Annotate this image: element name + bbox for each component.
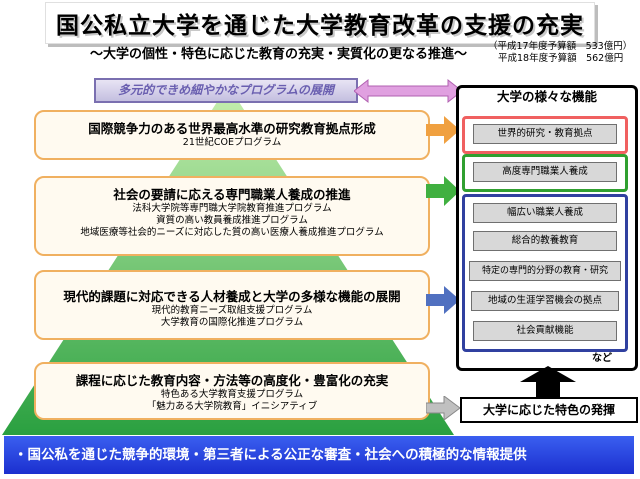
- budget-line-2: 平成18年度予算額 562億円: [498, 53, 624, 64]
- program-box-3: 現代的課題に対応できる人材養成と大学の多様な機能の展開 現代的教育ニーズ取組支援…: [34, 270, 430, 340]
- function-group-2: 高度専門職業人養成: [462, 154, 628, 192]
- function-item-lifelong-learning: 地域の生涯学習機会の拠点: [471, 291, 619, 311]
- pyramid-triangle: [2, 85, 454, 435]
- program-4-item-2: 「魅力ある大学院教育」イニシアティブ: [146, 401, 318, 412]
- feature-label: 大学に応じた特色の発揮: [460, 397, 638, 423]
- program-2-heading: 社会の要請に応える専門職業人養成の推進: [113, 187, 351, 202]
- function-item-specialized-field: 特定の専門的分野の教育・研究: [469, 261, 621, 281]
- etc-label: など: [592, 353, 612, 364]
- program-1-heading: 国際競争力のある世界最高水準の研究教育拠点形成: [88, 121, 376, 136]
- program-2-item-3: 地域医療等社会的ニーズに対応した質の高い医療人養成推進プログラム: [80, 227, 384, 238]
- function-item-professional-training: 高度専門職業人養成: [473, 162, 617, 182]
- program-box-4: 課程に応じた教育内容・方法等の高度化・豊富化の充実 特色ある大学教育支援プログラ…: [34, 362, 430, 420]
- functions-panel-title: 大学の様々な機能: [496, 89, 597, 104]
- budget-line-1: （平成17年度予算額 533億円）: [488, 41, 633, 52]
- programs-banner: 多元的できめ細やかなプログラムの展開: [94, 78, 358, 103]
- arrow-right-icon-3: [426, 286, 460, 314]
- function-item-world-research: 世界的研究・教育拠点: [473, 124, 617, 144]
- title-wrap: 国公私立大学を通じた大学教育改革の支援の充実: [0, 2, 640, 44]
- program-2-item-1: 法科大学院等専門職大学院教育推進プログラム: [132, 203, 332, 214]
- function-item-broad-vocational: 幅広い職業人養成: [473, 203, 617, 223]
- arrow-up-icon: [520, 366, 576, 398]
- arrow-right-icon-1: [426, 116, 460, 144]
- program-3-item-1: 現代的教育ニーズ取組支援プログラム: [151, 305, 313, 316]
- program-box-1: 国際競争力のある世界最高水準の研究教育拠点形成 21世紀COEプログラム: [34, 110, 430, 160]
- program-3-item-2: 大学教育の国際化推進プログラム: [160, 317, 304, 328]
- pyramid-graphic: [2, 85, 454, 435]
- arrow-right-icon-4: [426, 396, 460, 420]
- program-box-2: 社会の要請に応える専門職業人養成の推進 法科大学院等専門職大学院教育推進プログラ…: [34, 176, 430, 256]
- function-group-3: 幅広い職業人養成 総合的教養教育 特定の専門的分野の教育・研究 地域の生涯学習機…: [462, 194, 628, 352]
- function-group-1: 世界的研究・教育拠点: [462, 116, 628, 154]
- function-item-social-contribution: 社会貢献機能: [473, 321, 617, 341]
- function-item-liberal-arts: 総合的教養教育: [473, 231, 617, 251]
- program-2-item-2: 資質の高い教員養成推進プログラム: [156, 215, 308, 226]
- page-title: 国公私立大学を通じた大学教育改革の支援の充実: [45, 2, 595, 44]
- program-1-item-1: 21世紀COEプログラム: [182, 137, 282, 148]
- subtitle: ～大学の個性・特色に応じた教育の充実・実質化の更なる推進～: [90, 47, 468, 62]
- footer-banner: ・国公私を通じた競争的環境・第三者による公正な審査・社会への積極的な情報提供: [4, 436, 634, 474]
- double-arrow-icon: [354, 78, 462, 104]
- program-4-item-1: 特色ある大学教育支援プログラム: [160, 389, 304, 400]
- program-3-heading: 現代的課題に対応できる人材養成と大学の多様な機能の展開: [63, 289, 401, 304]
- budget-info: （平成17年度予算額 533億円） 平成18年度予算額 562億円: [488, 41, 632, 65]
- arrow-right-icon-2: [426, 176, 460, 206]
- program-4-heading: 課程に応じた教育内容・方法等の高度化・豊富化の充実: [75, 373, 389, 388]
